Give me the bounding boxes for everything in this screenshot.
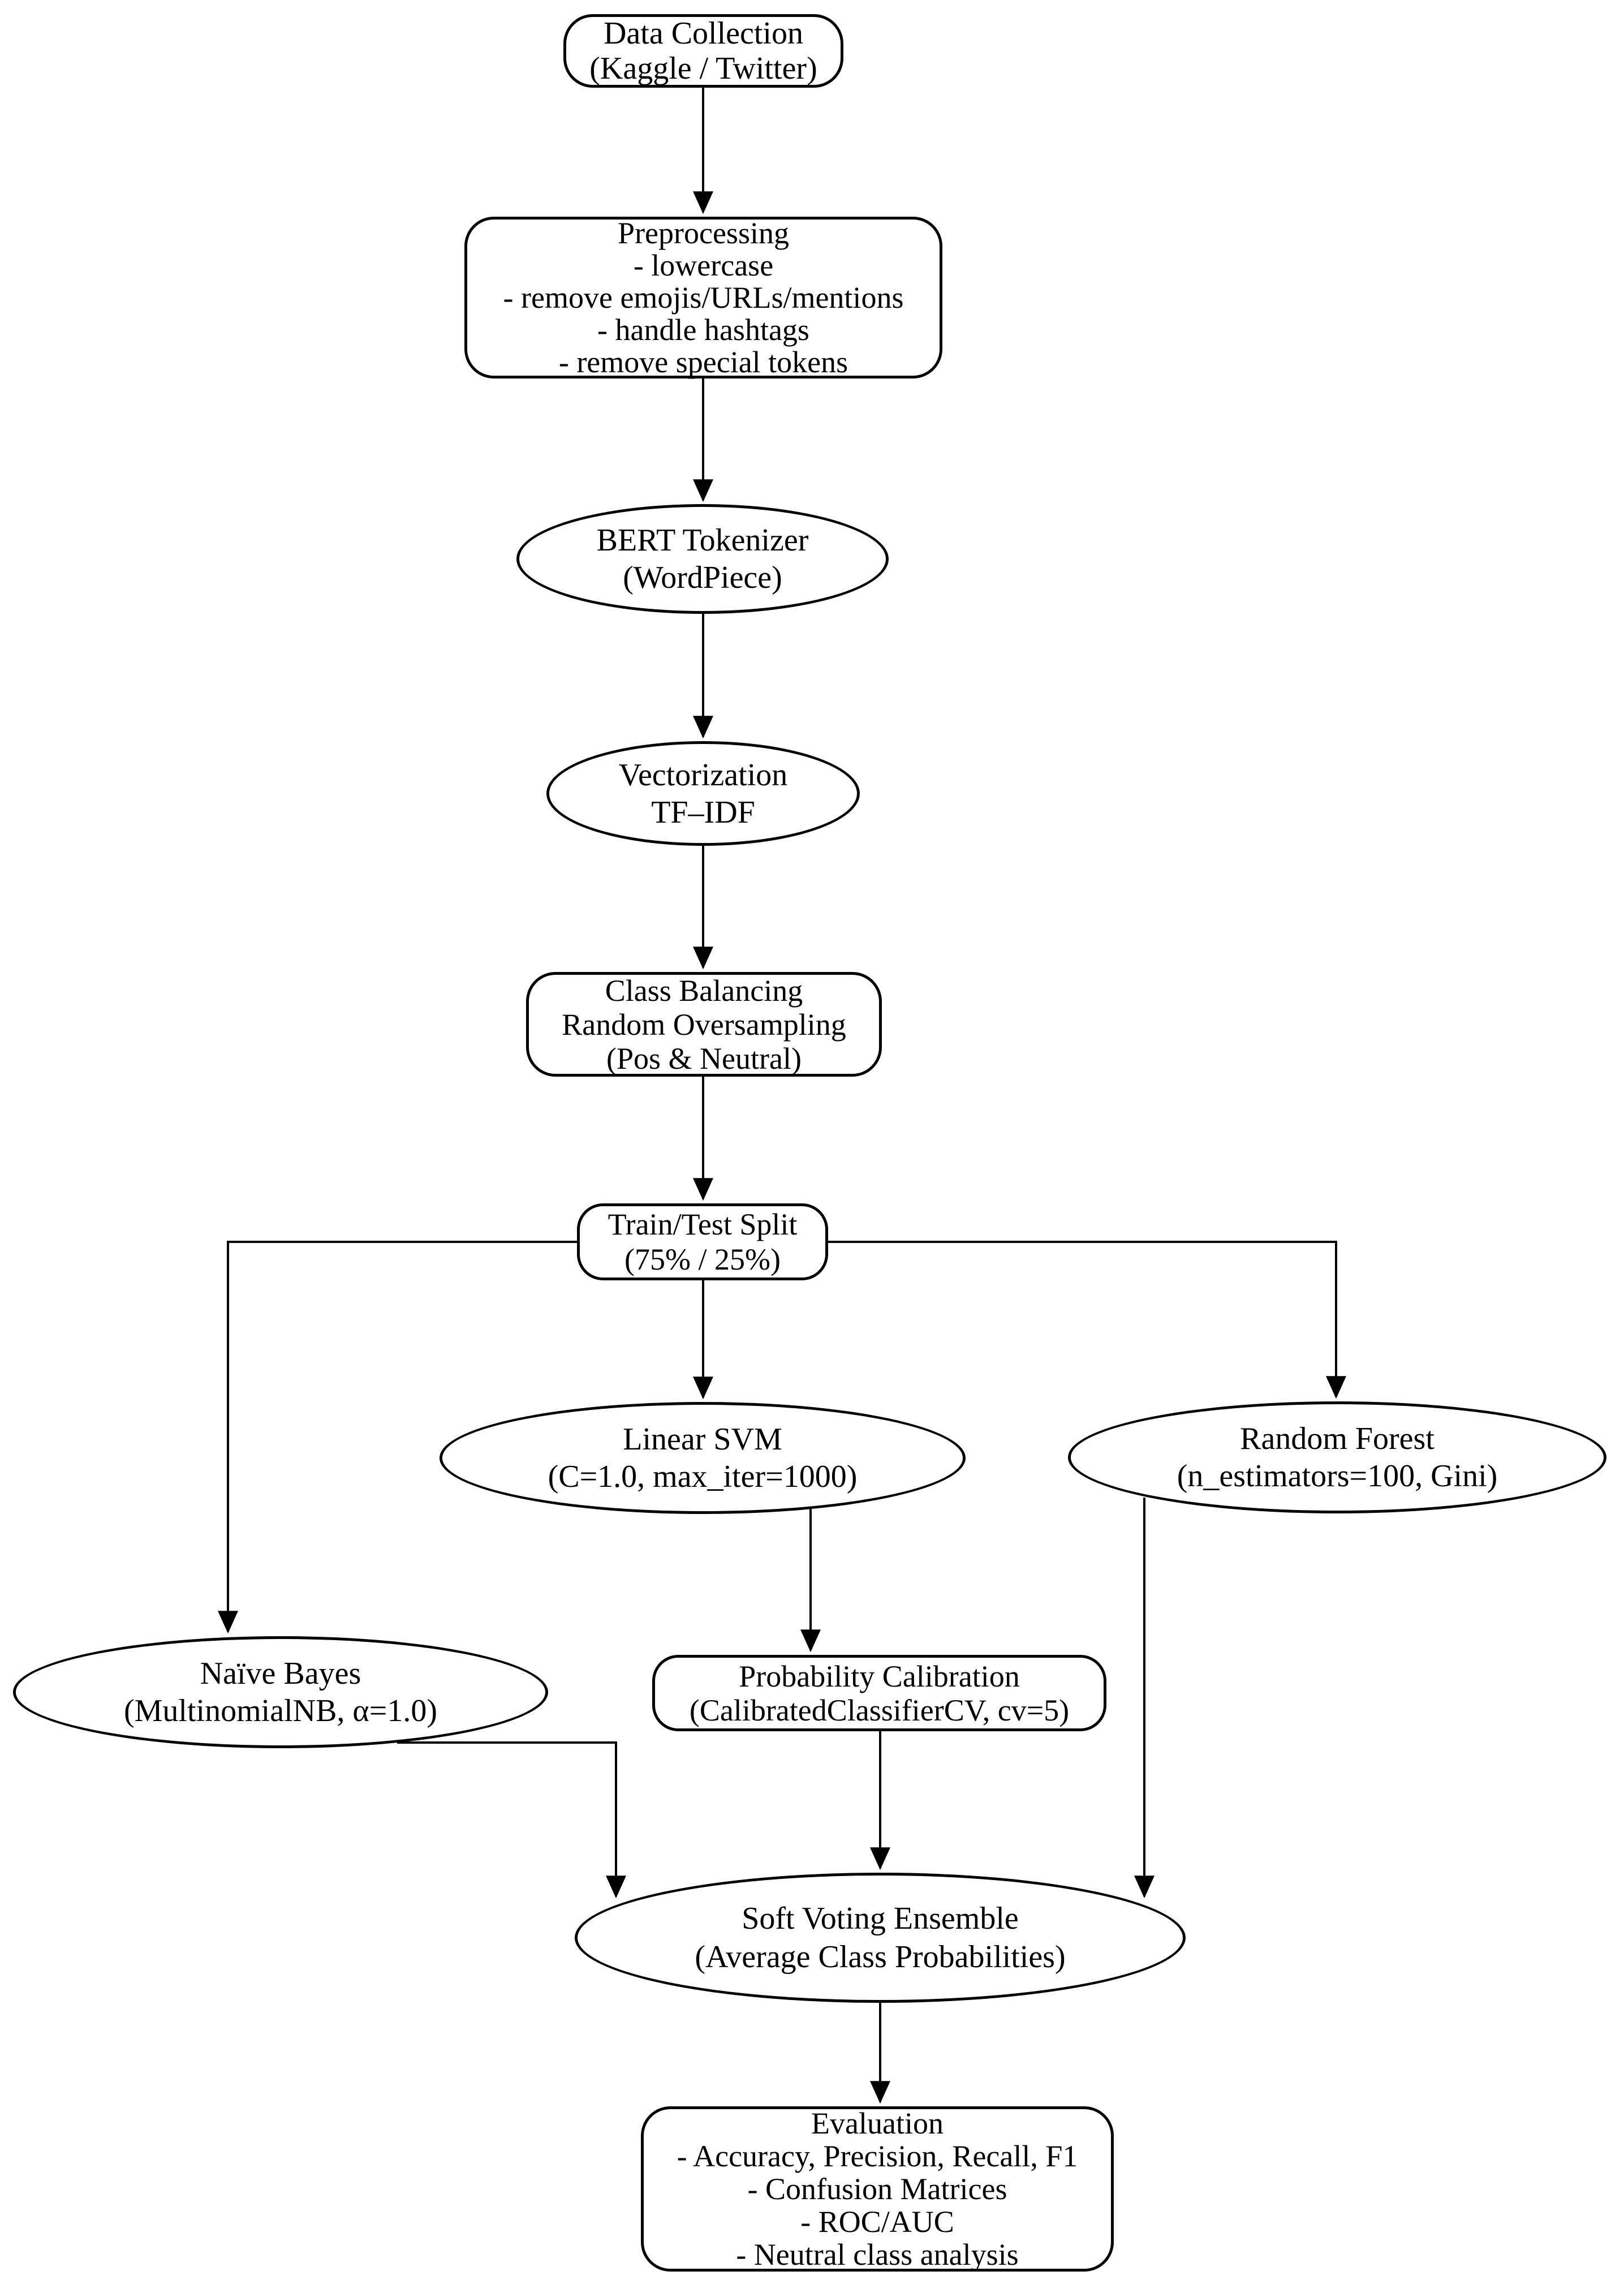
node-preprocessing: Preprocessing - lowercase - remove emoji…	[464, 217, 942, 378]
node-label-line: - Neutral class analysis	[736, 2238, 1019, 2272]
node-label-line: Naïve Bayes	[200, 1656, 361, 1691]
node-label-line: - handle hashtags	[597, 312, 809, 347]
edge-train-test-split-to-random-forest	[828, 1241, 1346, 1399]
node-label-line: Soft Voting Ensemble	[742, 1901, 1019, 1936]
node-label-line: (Kaggle / Twitter)	[589, 51, 817, 86]
node-label-line: Random Oversampling	[562, 1007, 846, 1042]
node-label-line: Linear SVM	[623, 1422, 782, 1457]
node-bert-tokenizer: BERT Tokenizer (WordPiece)	[516, 504, 889, 614]
node-label-line: Probability Calibration	[739, 1659, 1020, 1693]
node-class-balancing: Class Balancing Random Oversampling (Pos…	[526, 972, 882, 1077]
node-label-line: Evaluation	[811, 2106, 944, 2140]
node-label-line: - remove emojis/URLs/mentions	[503, 280, 904, 315]
node-label-line: Data Collection	[603, 16, 803, 51]
node-data-collection: Data Collection (Kaggle / Twitter)	[563, 14, 843, 88]
node-label-line: (CalibratedClassifierCV, cv=5)	[689, 1693, 1070, 1727]
edge-naive-bayes-to-soft-voting	[397, 1741, 626, 1899]
node-label-line: - remove special tokens	[558, 345, 848, 379]
node-label-line: (C=1.0, max_iter=1000)	[548, 1459, 858, 1494]
node-label-line: Random Forest	[1240, 1421, 1435, 1456]
node-evaluation: Evaluation - Accuracy, Precision, Recall…	[641, 2106, 1114, 2272]
node-label-line: - Confusion Matrices	[747, 2172, 1007, 2206]
node-probability-calibration: Probability Calibration (CalibratedClass…	[652, 1655, 1106, 1731]
node-label-line: Vectorization	[618, 757, 788, 793]
node-label-line: - ROC/AUC	[800, 2205, 954, 2239]
node-label-line: (WordPiece)	[623, 560, 782, 595]
node-label-line: BERT Tokenizer	[596, 523, 809, 558]
node-linear-svm: Linear SVM (C=1.0, max_iter=1000)	[440, 1402, 966, 1514]
node-vectorization: Vectorization TF–IDF	[546, 741, 860, 846]
node-label-line: - lowercase	[633, 248, 774, 282]
node-label-line: (Average Class Probabilities)	[695, 1939, 1066, 1975]
node-label-line: (MultinomialNB, α=1.0)	[123, 1693, 437, 1728]
node-label-line: Class Balancing	[605, 973, 803, 1008]
node-naive-bayes: Naïve Bayes (MultinomialNB, α=1.0)	[13, 1636, 548, 1748]
node-label-line: (Pos & Neutral)	[606, 1041, 802, 1076]
node-label-line: - Accuracy, Precision, Recall, F1	[677, 2139, 1078, 2173]
edge-train-test-split-to-naive-bayes	[218, 1241, 577, 1634]
node-label-line: TF–IDF	[651, 794, 755, 830]
node-label-line: (n_estimators=100, Gini)	[1177, 1459, 1498, 1494]
node-label-line: (75% / 25%)	[624, 1242, 781, 1276]
node-label-line: Train/Test Split	[608, 1207, 798, 1241]
node-soft-voting-ensemble: Soft Voting Ensemble (Average Class Prob…	[575, 1873, 1186, 2003]
node-label-line: Preprocessing	[618, 216, 789, 250]
node-train-test-split: Train/Test Split (75% / 25%)	[577, 1203, 828, 1280]
node-random-forest: Random Forest (n_estimators=100, Gini)	[1068, 1401, 1606, 1513]
